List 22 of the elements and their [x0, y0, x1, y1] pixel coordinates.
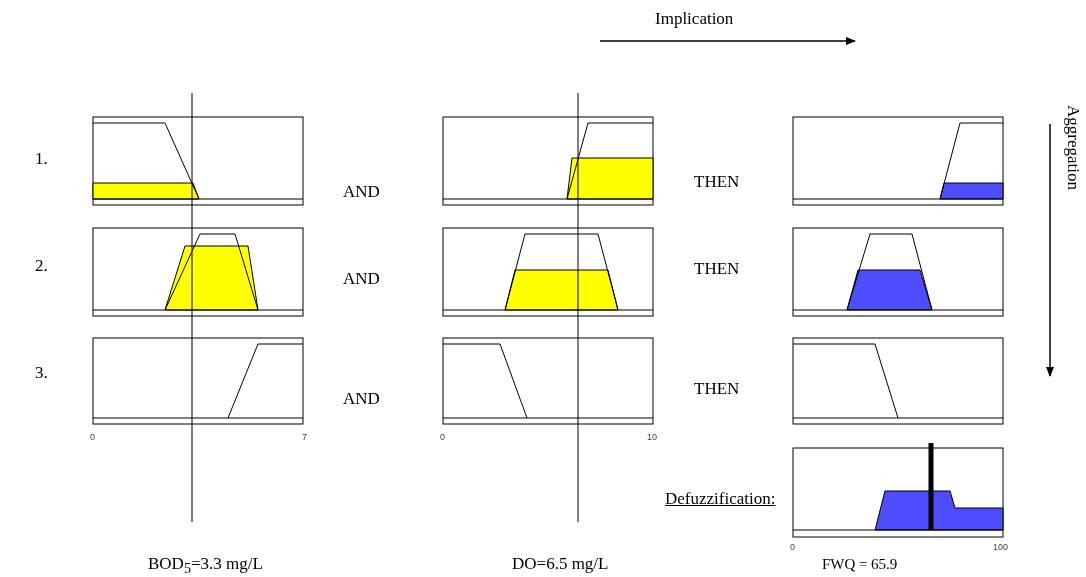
tick-label: 0 [440, 433, 445, 443]
row-number: 2. [35, 257, 48, 276]
tick-label: 0 [790, 543, 795, 553]
tick-label: 10 [647, 433, 657, 443]
operator-label: THEN [694, 260, 740, 279]
operator-label: AND [343, 183, 380, 202]
tick-label: 100 [993, 543, 1009, 553]
operator-label: AND [343, 270, 380, 289]
axis-title: Aggregation [1063, 105, 1082, 190]
output-label: FWQ = [822, 556, 868, 573]
operator-label: THEN [694, 173, 740, 192]
operator-label: AND [343, 390, 380, 409]
operator-label: THEN [694, 380, 740, 399]
axis-title: Defuzzification: [665, 490, 776, 509]
tick-label: 7 [302, 433, 307, 443]
row-number: 1. [35, 150, 48, 169]
axis-title: Implication [655, 10, 734, 29]
input-value-label: DO=6.5 mg/L [512, 555, 609, 574]
input-value-label: BOD$_{5}$=3.3 mg/L [148, 555, 263, 577]
tick-label: 0 [90, 433, 95, 443]
output-value: 65.9 [871, 556, 898, 573]
row-number: 3. [35, 364, 48, 383]
